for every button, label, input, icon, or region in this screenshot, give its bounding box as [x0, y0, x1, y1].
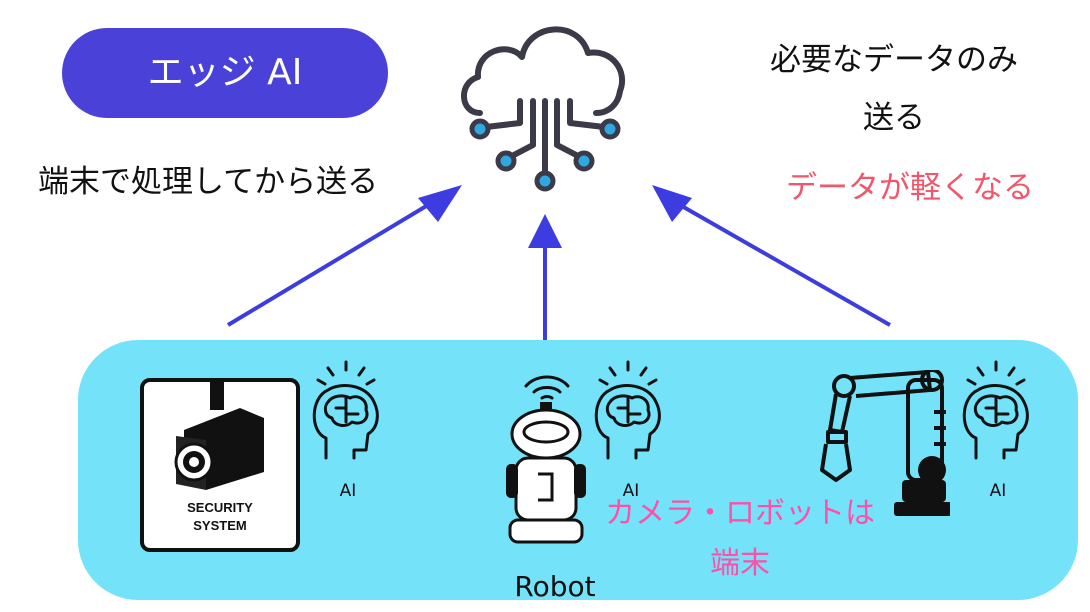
data-lighter-note: データが軽くなる	[786, 170, 1034, 206]
robot-label: Robot	[514, 570, 596, 603]
ai-label: AI	[339, 481, 357, 501]
process-on-device-note: 端末で処理してから送る	[38, 164, 379, 200]
cloud-circuit-icon	[461, 26, 625, 192]
arrow-right-shaft	[679, 203, 891, 327]
security-label-line2: SYSTEM	[193, 518, 246, 533]
devices-caption-line1: カメラ・ロボットは	[605, 496, 875, 531]
send-only-needed-note-line1: 必要なデータのみ	[770, 42, 1018, 78]
arrow-center-head	[528, 214, 562, 248]
ai-label: AI	[989, 481, 1007, 501]
arrow-left-shaft	[226, 203, 430, 327]
edge-ai-badge: エッジ AI	[62, 28, 388, 118]
circuit-node	[495, 150, 517, 172]
ai-head-icon	[594, 360, 661, 460]
arrow-left-head	[418, 185, 462, 222]
ai-label: AI	[622, 481, 640, 501]
ai-head-icon	[962, 360, 1029, 460]
robot-icon	[506, 375, 586, 544]
circuit-node	[469, 118, 491, 140]
send-only-needed-note-line2: 送る	[863, 100, 925, 136]
circuit-node	[573, 150, 595, 172]
security-camera-icon: SECURITY SYSTEM	[140, 378, 300, 552]
circuit-node	[534, 170, 556, 192]
devices-caption-line2: 端末	[710, 546, 770, 581]
robot-arm-icon	[820, 370, 950, 516]
arrow-right-head	[652, 185, 692, 222]
circuit-node	[599, 118, 621, 140]
security-label-line1: SECURITY	[187, 500, 253, 515]
ai-head-icon	[312, 360, 379, 460]
